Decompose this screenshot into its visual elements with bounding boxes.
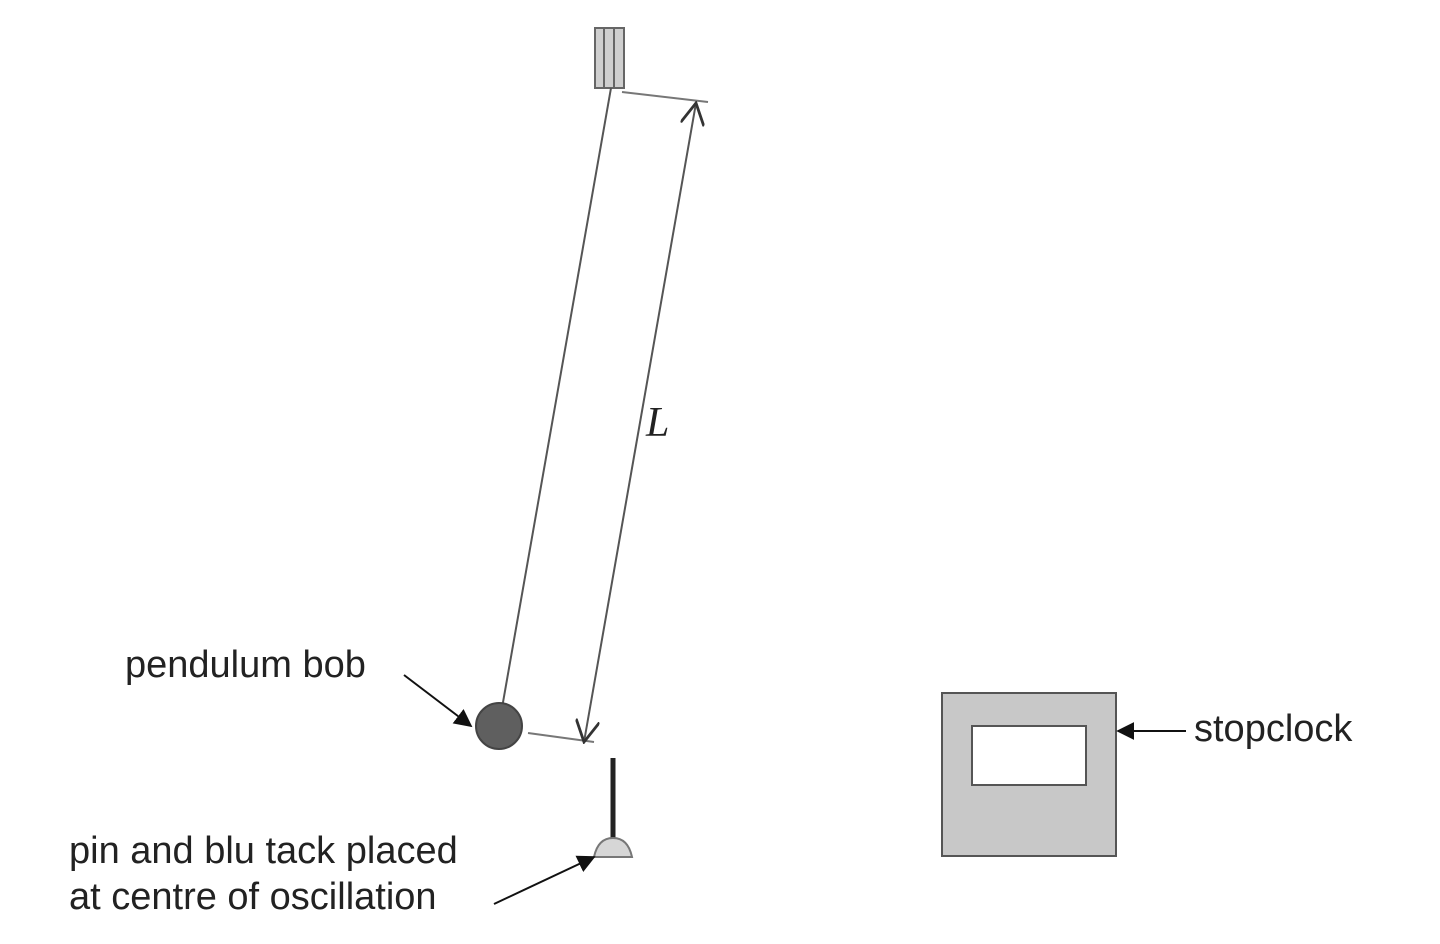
- pin-pointer-arrow: [493, 855, 596, 905]
- length-label: L: [646, 400, 670, 446]
- clamp-icon: [594, 27, 625, 89]
- stopclock-display: [971, 725, 1087, 786]
- blu-tack-icon: [592, 836, 634, 858]
- pendulum-string: [501, 87, 612, 709]
- pin-label-line2: at centre of oscillation: [69, 876, 437, 918]
- bob-pointer-arrow: [403, 674, 473, 728]
- length-extension-top: [621, 91, 709, 103]
- length-dimension-arrow: [584, 103, 696, 742]
- pin-label-line1: pin and blu tack placed: [69, 830, 458, 872]
- stopclock-icon: [941, 692, 1117, 857]
- pendulum-bob-label: pendulum bob: [125, 644, 366, 686]
- stopclock-label: stopclock: [1194, 708, 1353, 750]
- pendulum-bob-icon: [475, 702, 523, 750]
